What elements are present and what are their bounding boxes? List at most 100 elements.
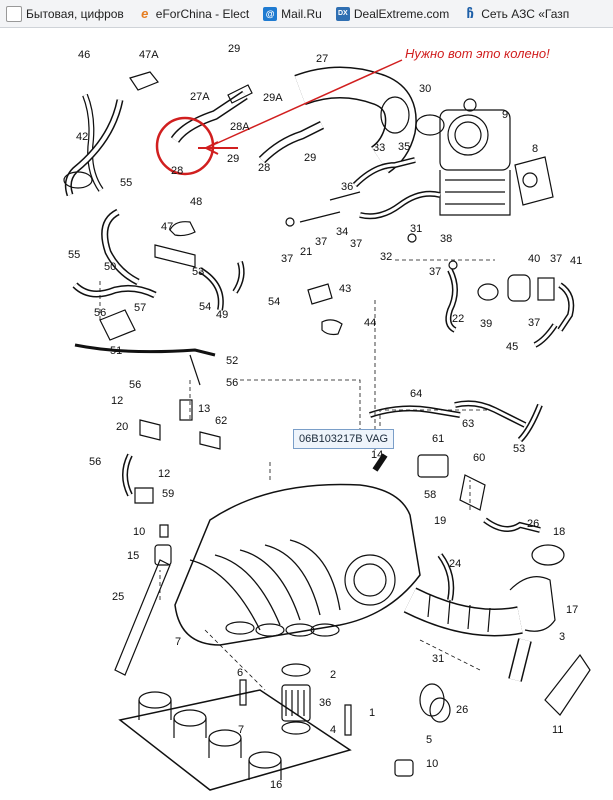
callout-label: 51: [110, 345, 122, 357]
callout-label: 19: [434, 515, 446, 527]
gazprom-logo-icon: ჩ: [466, 5, 474, 21]
callout-label: 29: [227, 153, 239, 165]
callout-label: 33: [373, 142, 385, 154]
callout-label: 5: [426, 734, 432, 746]
callout-label: 37: [281, 253, 293, 265]
callout-label: 40: [528, 253, 540, 265]
eforchina-logo-icon: e: [141, 6, 149, 21]
callout-label: 43: [339, 283, 351, 295]
red-annotation: [155, 59, 403, 176]
callout-label: 26: [527, 518, 539, 530]
part-drawings: [63, 66, 591, 791]
callout-label: 27A: [190, 91, 210, 103]
callout-label: 3: [559, 631, 565, 643]
annotation-note: Нужно вот это колено!: [405, 46, 550, 61]
callout-label: 13: [198, 403, 210, 415]
callout-label: 24: [449, 558, 461, 570]
callout-label: 35: [398, 141, 410, 153]
callout-label: 60: [473, 452, 485, 464]
callout-label: 56: [226, 377, 238, 389]
callout-label: 31: [432, 653, 444, 665]
callout-label: 38: [440, 233, 452, 245]
callout-label: 41: [570, 255, 582, 267]
callout-label: 62: [215, 415, 227, 427]
callout-label: 27: [316, 53, 328, 65]
callout-label: 28A: [230, 121, 250, 133]
callout-label: 39: [480, 318, 492, 330]
callout-label: 22: [452, 313, 464, 325]
bookmark-label: Mail.Ru: [281, 6, 322, 21]
callout-label: 6: [237, 667, 243, 679]
callout-label: 2: [330, 669, 336, 681]
callout-label: 53: [513, 443, 525, 455]
callout-label: 64: [410, 388, 422, 400]
callout-label: 11: [552, 724, 563, 736]
callout-label: 50: [104, 261, 116, 273]
callout-label: 44: [364, 317, 376, 329]
callout-label: 36: [341, 181, 353, 193]
exploded-view: Нужно вот это колено! 46 47A 29 27 27A 2…: [63, 43, 591, 791]
callout-label: 18: [553, 526, 565, 538]
callout-label: 49: [216, 309, 228, 321]
callout-label: 53: [192, 266, 204, 278]
mailru-logo-icon: @: [263, 6, 278, 21]
callout-label: 4: [330, 724, 336, 736]
callout-label: 10: [133, 526, 145, 538]
bookmark-label: DealExtreme.com: [353, 6, 450, 21]
bookmark-item[interactable]: ჩ Сеть АЗС «Газп: [463, 5, 570, 21]
callout-label: 25: [112, 591, 124, 603]
callout-label: 21: [300, 246, 312, 258]
callout-label: 57: [134, 302, 146, 314]
callout-label: 29A: [263, 92, 283, 104]
callout-label: 55: [68, 249, 80, 261]
callout-label: 28: [171, 165, 183, 177]
callout-label: 20: [116, 421, 128, 433]
callout-label: 26: [456, 704, 468, 716]
callout-label: 12: [158, 468, 170, 480]
part-number-tooltip: 06B103217B VAG: [293, 429, 395, 449]
callout-label: 47: [161, 221, 173, 233]
callout-label: 58: [424, 489, 436, 501]
callout-label: 42: [76, 131, 88, 143]
callout-labels: 46 47A 29 27 27A 29A 28A 28 29 28 29 30 …: [68, 43, 582, 791]
bookmarks-bar: Бытовая, цифров e eForChina - Elect @ Ma…: [0, 0, 613, 28]
callout-label: 1: [369, 707, 375, 719]
page-icon: [6, 5, 22, 22]
callout-label: 37: [350, 238, 362, 250]
callout-label: 32: [380, 251, 392, 263]
callout-label: 56: [94, 307, 106, 319]
callout-label: 61: [432, 433, 444, 445]
callout-label: 56: [89, 456, 101, 468]
callout-label: 37: [528, 317, 540, 329]
callout-label: 15: [127, 550, 139, 562]
callout-label: 45: [506, 341, 518, 353]
callout-label: 47A: [139, 49, 159, 61]
callout-label: 46: [78, 49, 90, 61]
callout-label: 30: [419, 83, 431, 95]
callout-label: 14: [371, 449, 383, 461]
callout-label: 12: [111, 395, 123, 407]
bookmark-item[interactable]: DX DealExtreme.com: [335, 6, 450, 21]
dealextreme-logo-icon: DX: [335, 6, 350, 21]
callout-label: 55: [120, 177, 132, 189]
callout-label: 52: [226, 355, 238, 367]
callout-label: 54: [268, 296, 280, 308]
bookmark-item[interactable]: Бытовая, цифров: [6, 5, 124, 22]
callout-label: 29: [228, 43, 240, 55]
callout-label: 10: [426, 758, 438, 770]
bookmark-label: Бытовая, цифров: [26, 6, 124, 21]
bookmark-label: eForChina - Elect: [155, 6, 250, 21]
callout-label: 16: [270, 779, 282, 791]
bookmark-label: Сеть АЗС «Газп: [481, 6, 570, 21]
callout-label: 37: [550, 253, 562, 265]
bookmark-item[interactable]: e eForChina - Elect: [138, 6, 250, 21]
callout-label: 56: [129, 379, 141, 391]
callout-label: 29: [304, 152, 316, 164]
callout-label: 28: [258, 162, 270, 174]
bookmark-item[interactable]: @ Mail.Ru: [263, 6, 322, 21]
callout-label: 36: [319, 697, 331, 709]
callout-label: 9: [502, 109, 508, 121]
callout-label: 48: [190, 196, 202, 208]
callout-label: 7: [175, 636, 181, 648]
callout-label: 37: [315, 236, 327, 248]
